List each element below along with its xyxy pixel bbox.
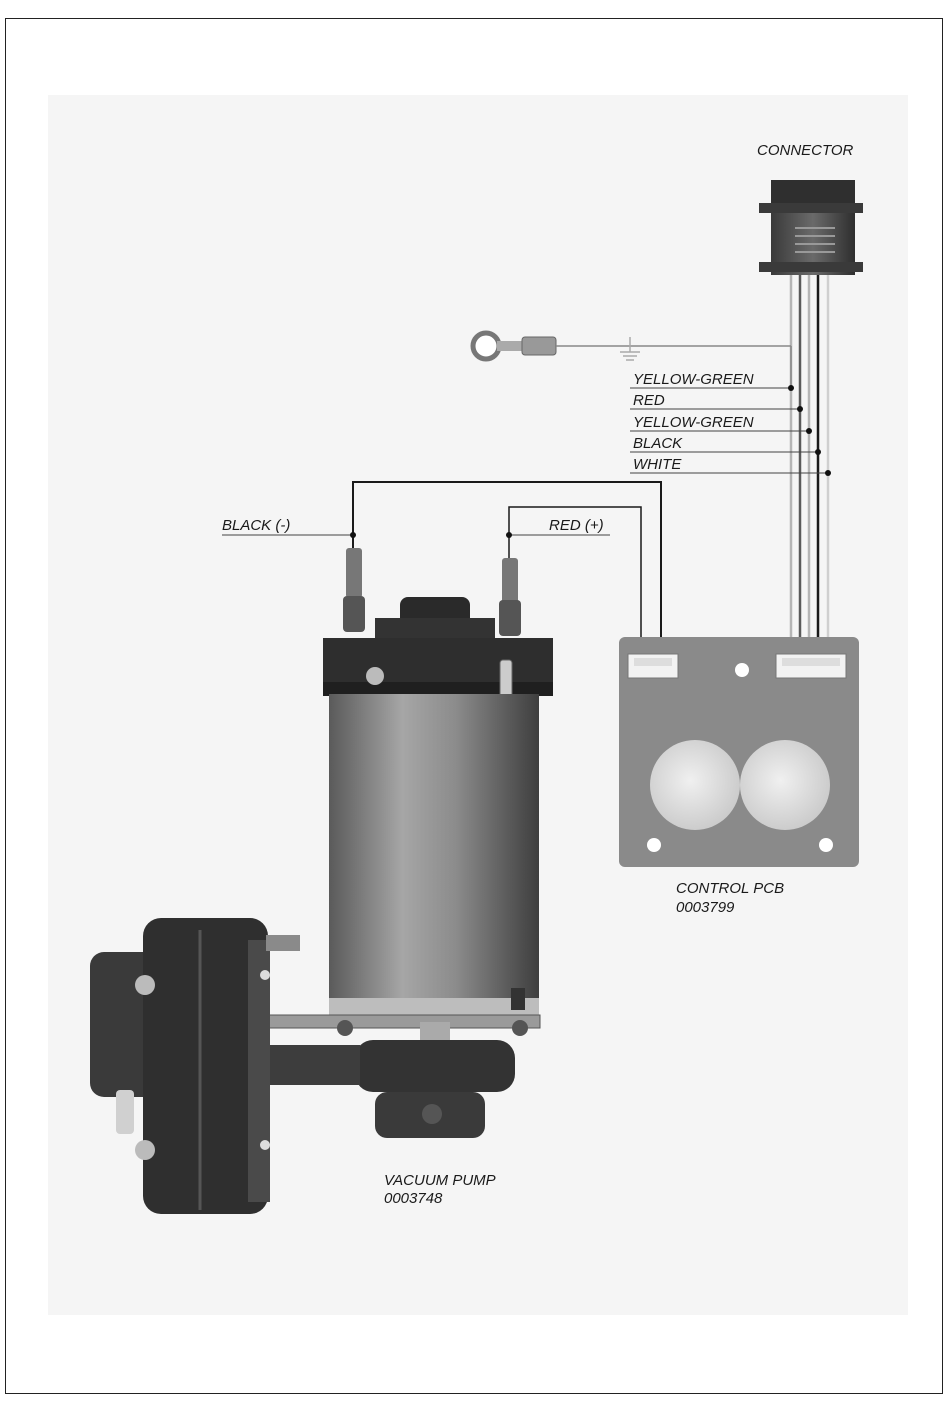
wire-label-yellow-green-2: YELLOW-GREEN xyxy=(633,414,754,431)
wire-label-black: BLACK xyxy=(633,435,683,452)
vacuum-pump-part-number: 0003748 xyxy=(384,1190,443,1207)
vacuum-pump xyxy=(90,548,553,1214)
wire-label-white: WHITE xyxy=(633,456,682,473)
ground-icon xyxy=(620,337,640,360)
wire-label-yellow-green-1: YELLOW-GREEN xyxy=(633,371,754,388)
motor-wire-label-black: BLACK (-) xyxy=(222,517,290,534)
control-pcb xyxy=(619,637,859,867)
motor-wire-label-red: RED (+) xyxy=(549,517,604,534)
connector xyxy=(759,180,863,275)
control-pcb-part-number: 0003799 xyxy=(676,899,735,916)
connector-cables xyxy=(791,275,828,650)
connector-label: CONNECTOR xyxy=(757,142,854,159)
vacuum-pump-label: VACUUM PUMP xyxy=(384,1172,496,1189)
wire-label-red: RED xyxy=(633,392,665,409)
control-pcb-label: CONTROL PCB xyxy=(676,880,784,897)
